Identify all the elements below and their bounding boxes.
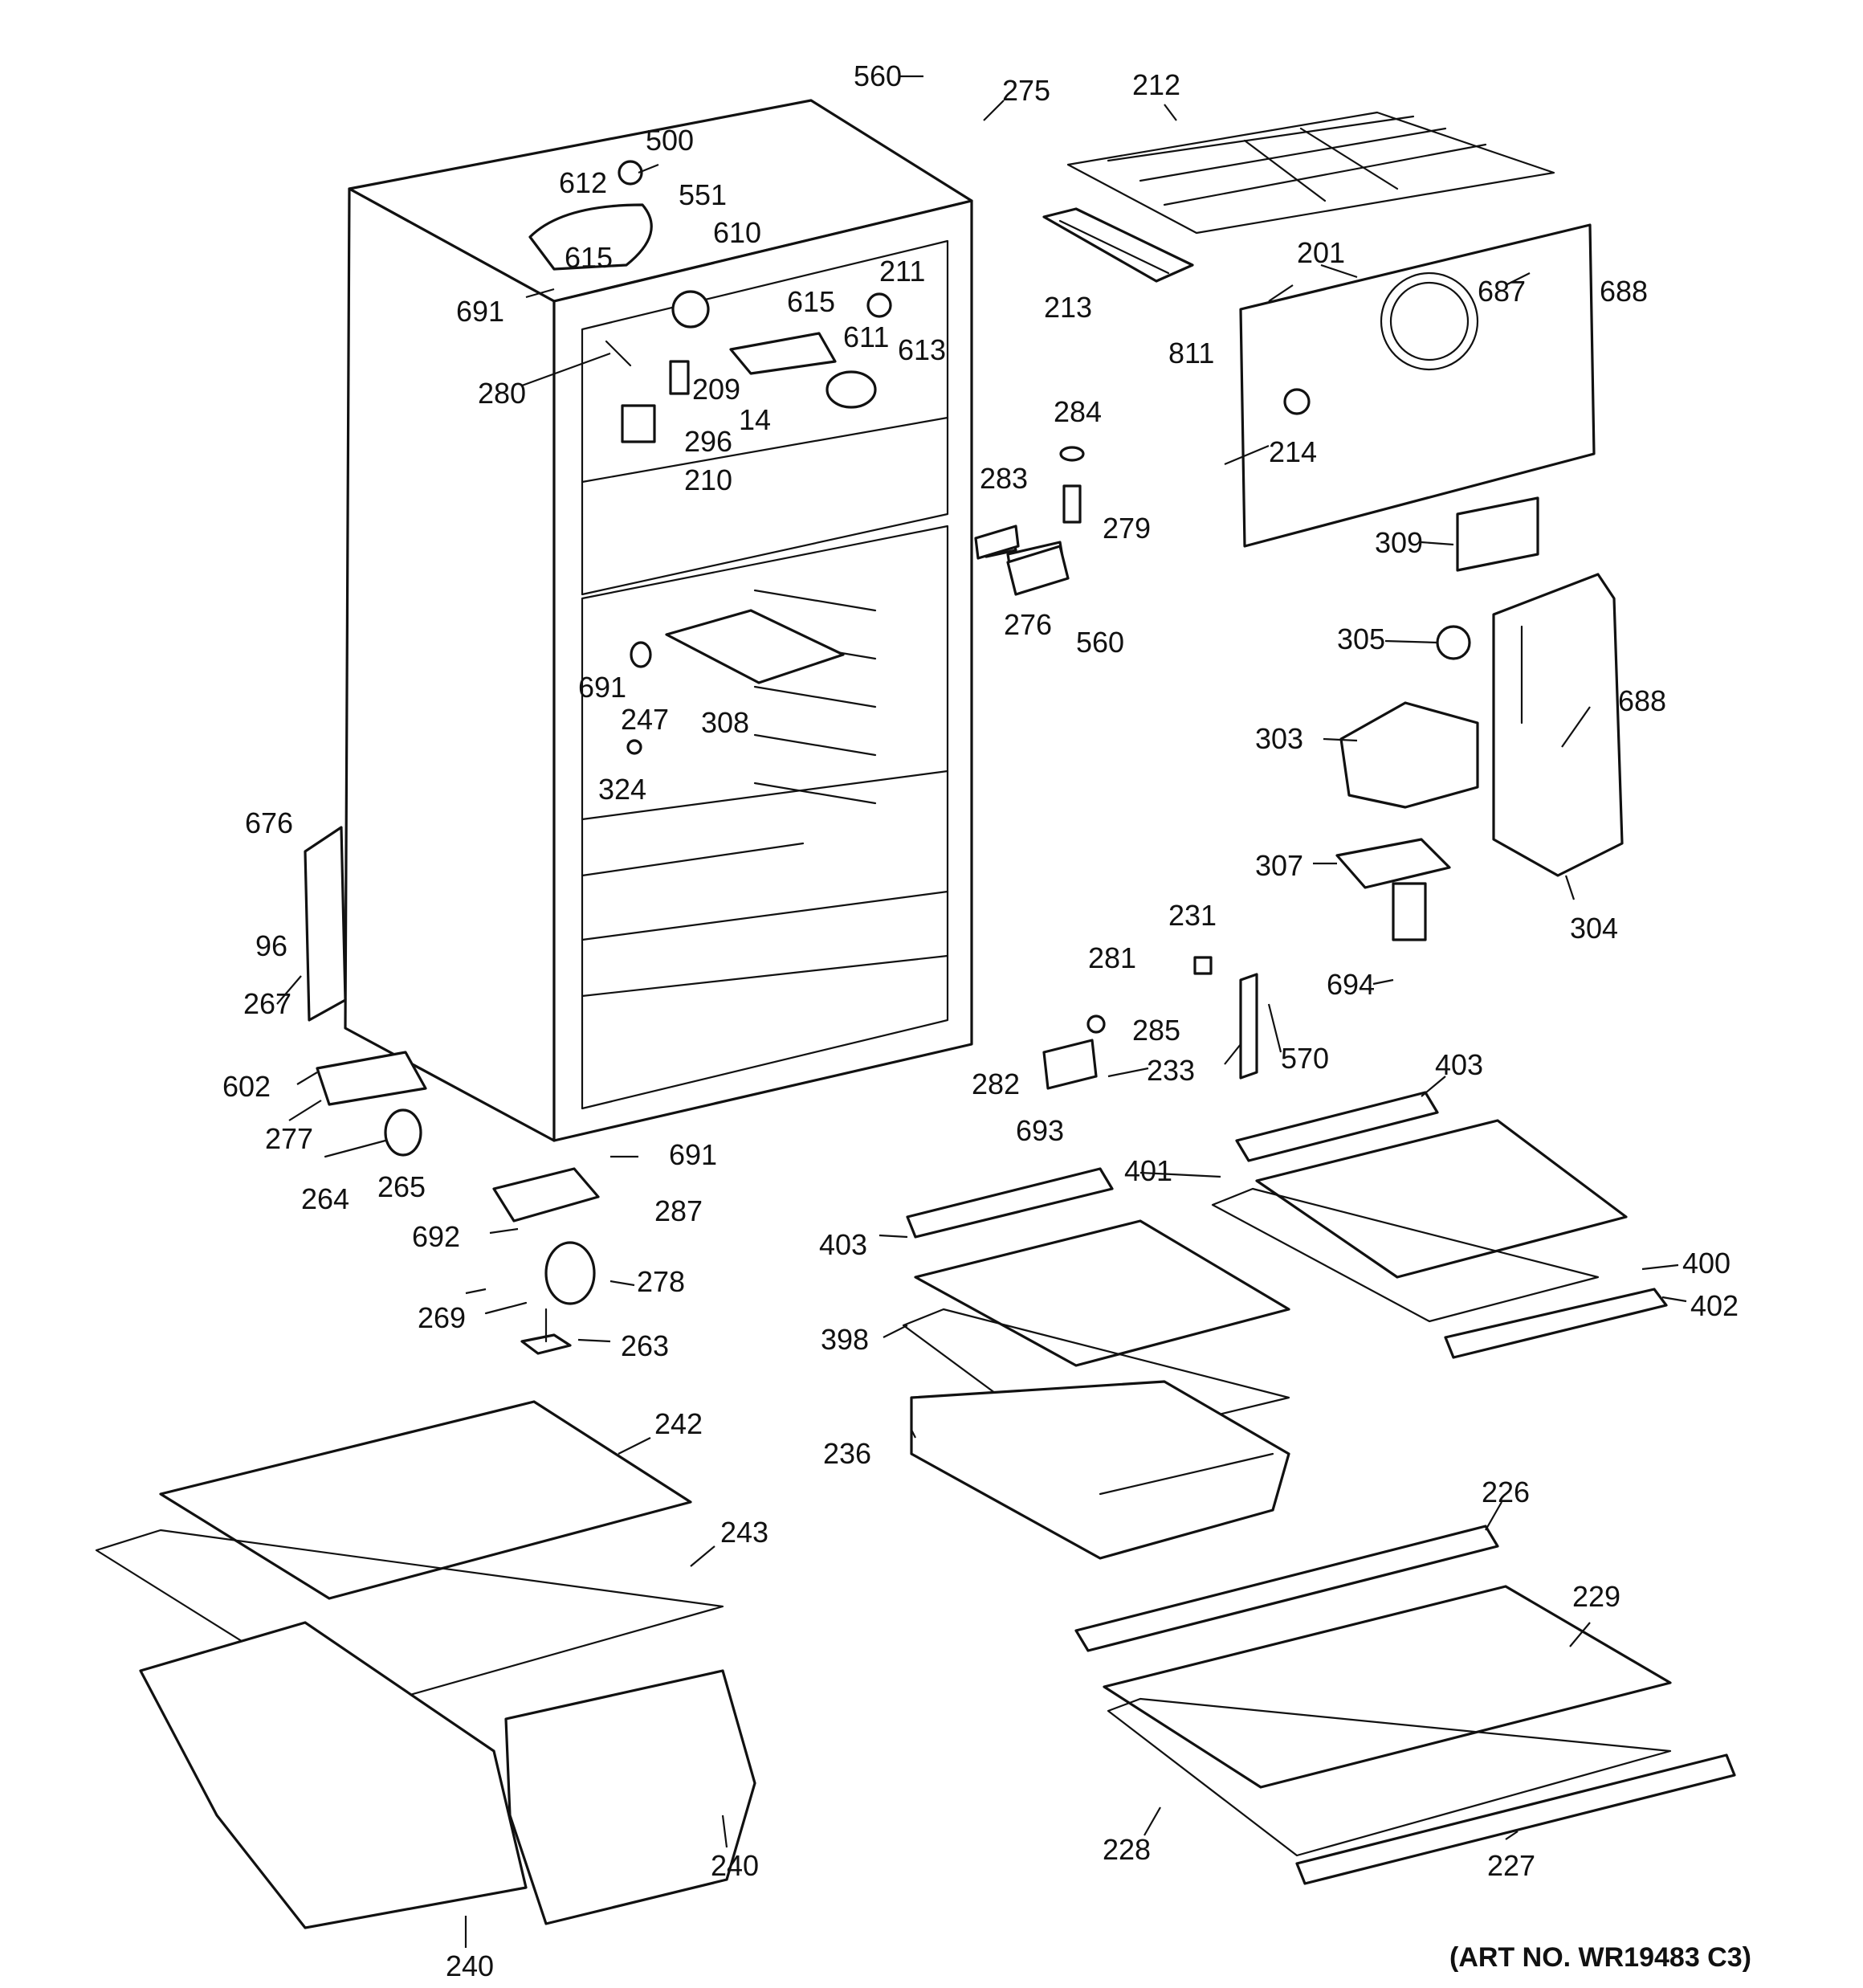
callout-201: 201 bbox=[1297, 236, 1345, 269]
callout-240: 240 bbox=[711, 1849, 759, 1882]
callout-210: 210 bbox=[684, 463, 732, 496]
water-dispenser-parts bbox=[1335, 496, 1624, 941]
callout-688: 688 bbox=[1600, 275, 1648, 308]
callout-305: 305 bbox=[1337, 623, 1385, 655]
callout-296: 296 bbox=[684, 425, 732, 458]
callout-231: 231 bbox=[1168, 899, 1217, 932]
callout-287: 287 bbox=[654, 1194, 703, 1227]
freezer-drawers bbox=[95, 1400, 756, 1929]
callout-402: 402 bbox=[1690, 1289, 1739, 1322]
wire-shelf-212 bbox=[1066, 111, 1555, 235]
callout-691: 691 bbox=[578, 671, 626, 704]
callout-560: 560 bbox=[854, 59, 902, 92]
ice-tray-213 bbox=[1042, 207, 1194, 283]
refrigerator-cabinet bbox=[344, 99, 973, 1142]
callout-691: 691 bbox=[456, 295, 504, 328]
callout-307: 307 bbox=[1255, 849, 1303, 882]
callout-687: 687 bbox=[1478, 275, 1526, 308]
callout-284: 284 bbox=[1054, 395, 1102, 428]
callout-324: 324 bbox=[598, 773, 646, 806]
leader-lines bbox=[276, 75, 1687, 1948]
callout-691: 691 bbox=[669, 1138, 717, 1171]
callout-228: 228 bbox=[1103, 1833, 1151, 1866]
callout-398: 398 bbox=[821, 1323, 869, 1356]
callout-551: 551 bbox=[679, 178, 727, 211]
art-number: (ART NO. WR19483 C3) bbox=[1449, 1942, 1751, 1973]
callout-242: 242 bbox=[654, 1407, 703, 1440]
callout-615: 615 bbox=[565, 241, 613, 274]
callout-602: 602 bbox=[222, 1070, 271, 1103]
callout-688: 688 bbox=[1618, 684, 1666, 717]
callout-403: 403 bbox=[819, 1228, 867, 1261]
callout-282: 282 bbox=[972, 1067, 1020, 1100]
hinge-267 bbox=[304, 826, 347, 1022]
callout-309: 309 bbox=[1375, 526, 1423, 559]
callout-281: 281 bbox=[1088, 941, 1136, 974]
callout-264: 264 bbox=[301, 1182, 349, 1215]
freezer-small-parts bbox=[528, 160, 892, 443]
bottom-hardware bbox=[316, 1051, 600, 1355]
callout-615: 615 bbox=[787, 285, 835, 318]
callout-610: 610 bbox=[713, 216, 761, 249]
callout-275: 275 bbox=[1002, 74, 1050, 107]
callout-611: 611 bbox=[843, 320, 889, 353]
callout-14: 14 bbox=[739, 403, 771, 436]
callout-811: 811 bbox=[1168, 337, 1214, 369]
callout-96: 96 bbox=[255, 929, 287, 962]
callout-279: 279 bbox=[1103, 512, 1151, 545]
callout-labels: 560 275 212 500 612 551 610 615 691 211 … bbox=[222, 59, 1739, 1982]
callout-692: 692 bbox=[412, 1220, 460, 1253]
callout-285: 285 bbox=[1132, 1014, 1180, 1047]
shelf-assembly-upper bbox=[1211, 1091, 1668, 1359]
callout-676: 676 bbox=[245, 806, 293, 839]
callout-269: 269 bbox=[418, 1301, 466, 1334]
callout-265: 265 bbox=[377, 1170, 426, 1203]
callout-213: 213 bbox=[1044, 291, 1092, 324]
callout-227: 227 bbox=[1487, 1849, 1535, 1882]
callout-267: 267 bbox=[243, 987, 291, 1020]
callout-304: 304 bbox=[1570, 912, 1618, 945]
callout-263: 263 bbox=[621, 1329, 669, 1362]
callout-247: 247 bbox=[621, 703, 669, 736]
callout-283: 283 bbox=[980, 462, 1028, 495]
callout-612: 612 bbox=[559, 166, 607, 199]
callout-693: 693 bbox=[1016, 1114, 1064, 1147]
callout-236: 236 bbox=[823, 1437, 871, 1470]
callout-403: 403 bbox=[1435, 1048, 1483, 1081]
crisper-drawer-236 bbox=[910, 1380, 1290, 1560]
callout-276: 276 bbox=[1004, 608, 1052, 641]
callout-233: 233 bbox=[1147, 1054, 1195, 1087]
callout-401: 401 bbox=[1124, 1154, 1172, 1187]
rear-panel-201 bbox=[1239, 223, 1596, 548]
callout-212: 212 bbox=[1132, 68, 1180, 101]
callout-560: 560 bbox=[1076, 626, 1124, 659]
callout-303: 303 bbox=[1255, 722, 1303, 755]
callout-280: 280 bbox=[478, 377, 526, 410]
shelf-assembly-lower bbox=[1074, 1525, 1736, 1885]
callout-613: 613 bbox=[898, 333, 946, 366]
callout-209: 209 bbox=[692, 373, 740, 406]
callout-226: 226 bbox=[1482, 1476, 1530, 1508]
callout-308: 308 bbox=[701, 706, 749, 739]
callout-214: 214 bbox=[1269, 435, 1317, 468]
callout-240: 240 bbox=[446, 1949, 494, 1982]
callout-229: 229 bbox=[1572, 1580, 1620, 1613]
callout-570: 570 bbox=[1281, 1042, 1329, 1075]
callout-278: 278 bbox=[637, 1265, 685, 1298]
callout-500: 500 bbox=[646, 124, 694, 157]
callout-694: 694 bbox=[1327, 968, 1375, 1001]
rails-283-276 bbox=[974, 525, 1070, 596]
mullion-233 bbox=[1042, 956, 1258, 1090]
callout-400: 400 bbox=[1682, 1247, 1731, 1280]
callout-243: 243 bbox=[720, 1516, 768, 1549]
callout-277: 277 bbox=[265, 1122, 313, 1155]
callout-211: 211 bbox=[879, 255, 925, 288]
